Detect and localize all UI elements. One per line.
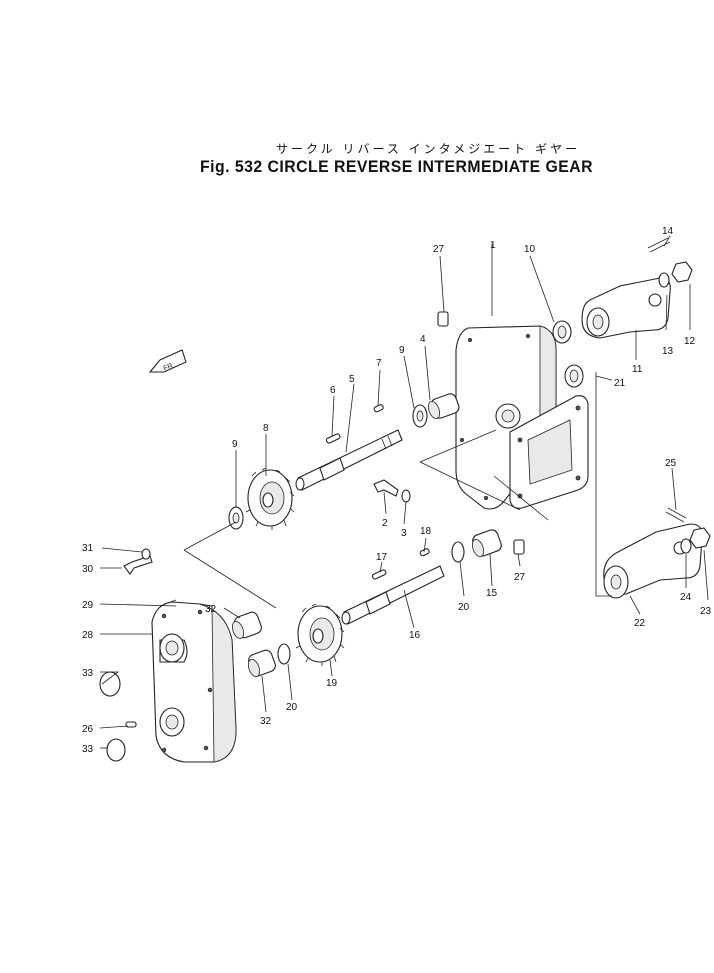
callout-26: 26	[82, 724, 94, 735]
washer-13	[658, 272, 670, 288]
cap-33-lower	[106, 738, 126, 762]
plug-27-upper	[437, 311, 449, 327]
nut-23	[689, 527, 711, 549]
callout-12: 12	[684, 336, 696, 347]
callout-7: 7	[376, 358, 382, 369]
callout-labels: 1 2 3 4 5 6 7 8 9 9 10 11 12 13 14 15 16…	[82, 226, 712, 755]
figure-title-japanese: サークル リバース インタメジエート ギヤー	[276, 142, 581, 156]
lower-gear	[295, 603, 345, 666]
callout-29: 29	[82, 600, 94, 611]
bearing-32-lower	[247, 649, 276, 678]
callout-27-lower: 27	[514, 572, 526, 583]
callout-27-upper: 27	[433, 244, 445, 255]
callout-8: 8	[263, 423, 269, 434]
callout-32-upper: 32	[205, 604, 217, 615]
callout-18: 18	[420, 526, 432, 537]
callout-20-right: 20	[458, 602, 470, 613]
callout-33-lower: 33	[82, 744, 94, 755]
cap-33-upper	[99, 671, 121, 697]
callout-20-left: 20	[286, 702, 298, 713]
upper-yoke	[581, 277, 671, 339]
upper-shaft	[295, 429, 403, 491]
key-17	[371, 569, 387, 580]
callout-9-left: 9	[232, 439, 238, 450]
bearing-32-upper	[231, 611, 262, 640]
dowel-pin-26	[125, 721, 137, 728]
assembly-guide-lines	[159, 372, 612, 609]
callout-17: 17	[376, 552, 388, 563]
callout-9-right: 9	[399, 345, 405, 356]
callout-32-lower: 32	[260, 716, 272, 727]
key-7	[373, 404, 384, 413]
lower-shaft	[341, 565, 445, 625]
thrust-washer-20-right	[451, 541, 465, 563]
callout-25: 25	[665, 458, 677, 469]
callout-2: 2	[382, 518, 388, 529]
key-18	[419, 548, 430, 557]
callout-11: 11	[632, 364, 643, 375]
figure-title: Fig. 532 CIRCLE REVERSE INTERMEDIATE GEA…	[200, 157, 593, 176]
callout-16: 16	[409, 630, 421, 641]
callout-4: 4	[420, 334, 426, 345]
callout-5: 5	[349, 374, 355, 385]
callout-1: 1	[490, 240, 496, 251]
front-direction-arrow-icon: FR	[148, 349, 187, 373]
washer-24	[680, 538, 692, 554]
callout-13: 13	[662, 346, 674, 357]
callout-33-upper: 33	[82, 668, 94, 679]
cotter-pin-25	[665, 507, 687, 523]
lower-bearing	[471, 529, 502, 558]
nut-12	[671, 261, 693, 283]
callout-21: 21	[614, 378, 626, 389]
plug-27-lower	[513, 539, 525, 555]
callout-24: 24	[680, 592, 692, 603]
cotter-pin-14	[647, 237, 671, 253]
callout-6: 6	[330, 385, 336, 396]
key-6	[325, 433, 341, 444]
callout-3: 3	[401, 528, 407, 539]
lower-gear-case	[151, 601, 237, 763]
callout-14: 14	[662, 226, 674, 237]
upper-gear	[245, 467, 295, 530]
washer-3	[401, 489, 411, 503]
upper-bearing	[427, 393, 460, 420]
callout-28: 28	[82, 630, 94, 641]
bolt-30	[123, 555, 153, 575]
bolt-2	[373, 479, 399, 497]
callout-30: 30	[82, 564, 94, 575]
mounting-flange	[509, 395, 589, 509]
washer-31	[141, 548, 151, 560]
callout-31: 31	[82, 543, 94, 554]
thrust-washer-20-left	[277, 643, 291, 665]
callout-23: 23	[700, 606, 712, 617]
callout-10: 10	[524, 244, 536, 255]
lower-yoke	[603, 523, 703, 599]
callout-15: 15	[486, 588, 498, 599]
callout-leaders	[99, 235, 709, 749]
arrow-badge-label: FR	[163, 363, 174, 373]
callout-19: 19	[326, 678, 338, 689]
callout-22: 22	[634, 618, 646, 629]
